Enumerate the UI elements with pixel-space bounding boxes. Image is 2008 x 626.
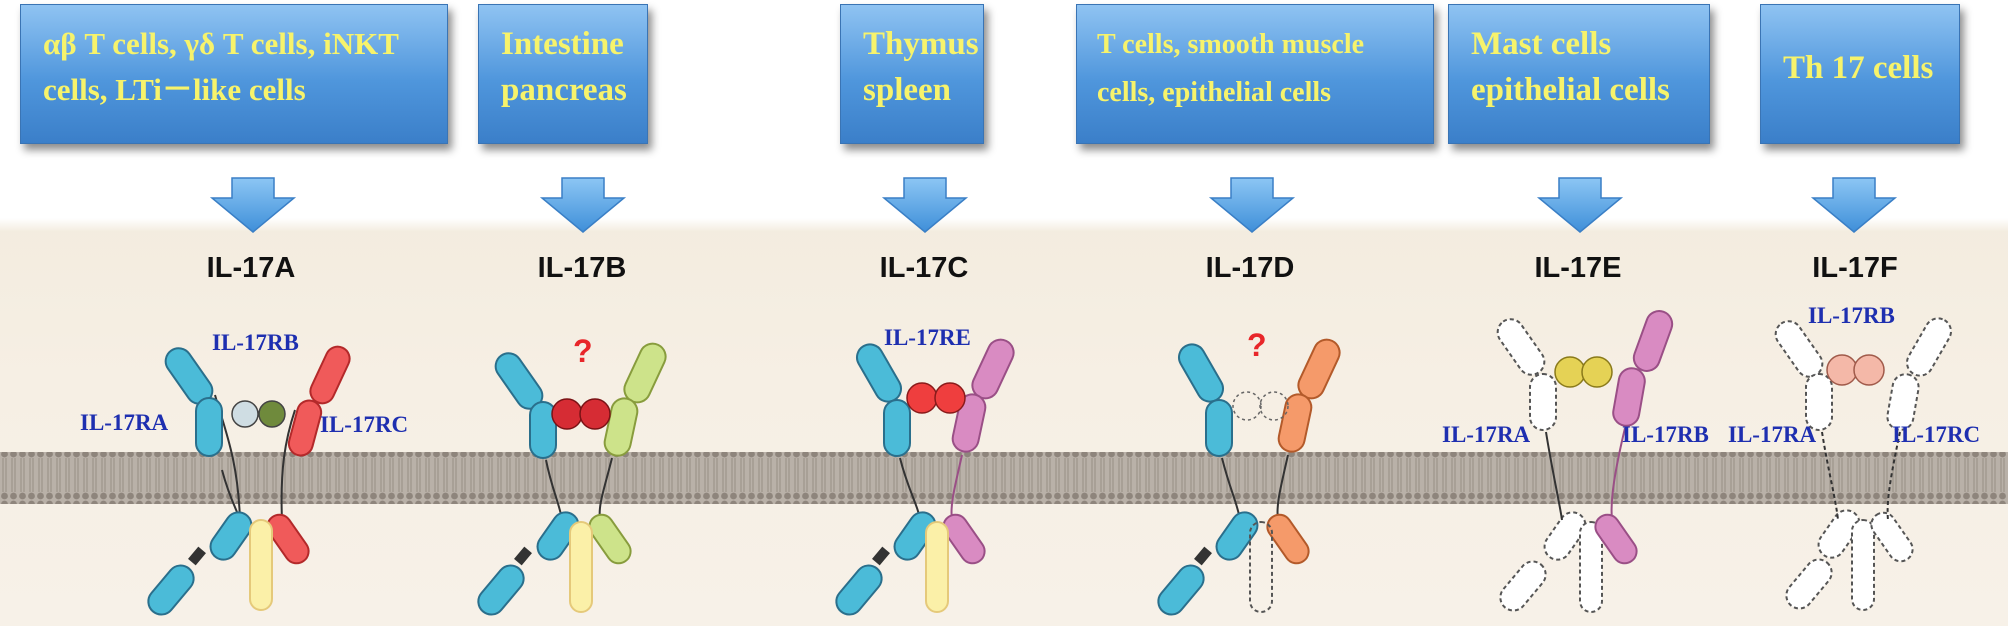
source-box-il17a: αβ T cells, γδ T cells, iNKT cells, LTi－… xyxy=(20,4,448,144)
il17a-receptor-complex xyxy=(147,345,351,616)
background-edge xyxy=(0,218,2008,232)
arrow-down-icon xyxy=(539,177,627,233)
receptor-label-il17re: IL-17RE xyxy=(884,325,971,350)
cell-membrane xyxy=(0,452,2008,504)
arrow-down-icon xyxy=(881,177,969,233)
receptor-label-il17ra: IL-17RA xyxy=(1442,422,1531,447)
cytokine-label-il17f: IL-17F xyxy=(1812,252,1898,284)
source-line1: Thymus xyxy=(863,26,979,62)
il17b-receptor-complex xyxy=(477,342,667,616)
receptor-label-il17rb: IL-17RB xyxy=(1808,303,1895,328)
cytokine-label-il17a: IL-17A xyxy=(206,252,296,284)
arrow-down-icon xyxy=(1536,177,1624,233)
il17f-receptor-complex xyxy=(1774,317,1952,611)
cytokine-label-il17d: IL-17D xyxy=(1205,252,1295,284)
source-line1: T cells, smooth muscle xyxy=(1097,29,1365,60)
arrow-down-icon xyxy=(1208,177,1296,233)
source-box-il17c: Thymus spleen xyxy=(840,4,984,144)
source-box-il17f: Th 17 cells xyxy=(1760,4,1960,144)
arrow-down-icon xyxy=(209,177,297,233)
receptor-label-il17rc: IL-17RC xyxy=(320,412,409,437)
source-line1: αβ T cells, γδ T cells, iNKT xyxy=(43,26,399,61)
source-line2: pancreas xyxy=(501,72,627,108)
source-line1: Intestine xyxy=(501,26,624,62)
source-box-il17b: Intestine pancreas xyxy=(478,4,648,144)
cytokine-label-il17c: IL-17C xyxy=(879,252,969,284)
cytokine-label-il17e: IL-17E xyxy=(1534,252,1622,284)
receptor-label-il17ra: IL-17RA xyxy=(1728,422,1817,447)
receptor-label-il17rb: IL-17RB xyxy=(212,330,299,355)
source-line2: spleen xyxy=(863,72,952,108)
receptor-label-il17ra: IL-17RA xyxy=(80,410,169,435)
il17e-receptor-complex xyxy=(1496,310,1674,613)
source-line1: Mast cells xyxy=(1471,26,1612,62)
cytokine-label-il17b: IL-17B xyxy=(537,252,627,284)
source-box-il17d: T cells, smooth muscle cells, epithelial… xyxy=(1076,4,1434,144)
source-line2: cells, epithelial cells xyxy=(1097,77,1332,108)
source-line2: cells, LTi－like cells xyxy=(43,72,306,107)
extracellular-background xyxy=(0,218,2008,626)
unknown-receptor-mark: ? xyxy=(573,333,593,369)
source-line1: Th 17 cells xyxy=(1783,50,1934,86)
receptor-label-il17rc: IL-17RC xyxy=(1892,422,1981,447)
il17c-receptor-complex xyxy=(835,338,1015,616)
arrow-down-icon xyxy=(1810,177,1898,233)
il17d-receptor-complex xyxy=(1157,338,1341,616)
receptor-label-il17rb: IL-17RB xyxy=(1622,422,1709,447)
source-box-il17e: Mast cells epithelial cells xyxy=(1448,4,1710,144)
source-line2: epithelial cells xyxy=(1471,72,1670,108)
arrows xyxy=(209,177,1898,233)
unknown-receptor-mark: ? xyxy=(1247,327,1267,363)
